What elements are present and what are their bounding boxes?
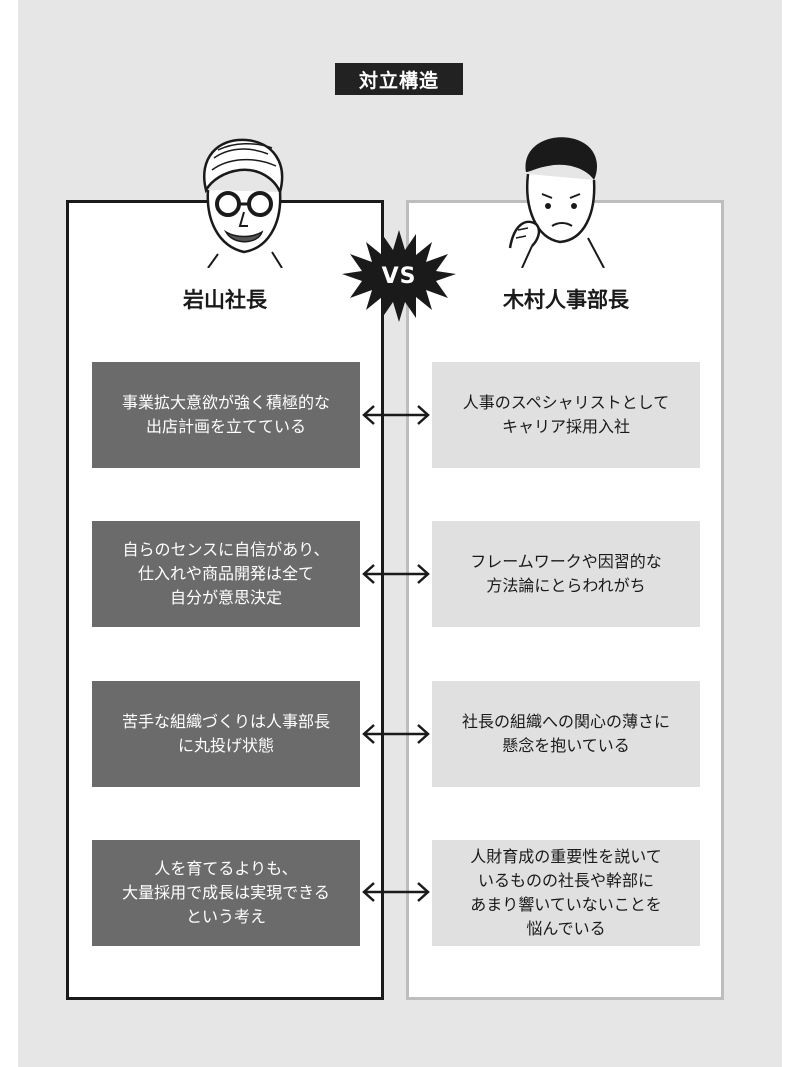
hr-manager-trait-4: 人財育成の重要性を説いて いるものの社長や幹部に あまり響いていないことを 悩ん… [432,840,700,946]
double-arrow-icon [362,724,430,744]
president-trait-4: 人を育てるよりも、 大量採用で成長は実現できる という考え [92,840,360,946]
president-trait-1: 事業拡大意欲が強く積極的な 出店計画を立てている [92,362,360,468]
hr-manager-trait-3: 社長の組織への関心の薄さに 懸念を抱いている [432,681,700,787]
president-trait-2: 自らのセンスに自信があり、 仕入れや商品開発は全て 自分が意思決定 [92,521,360,627]
hr-manager-trait-1: 人事のスペシャリストとして キャリア採用入社 [432,362,700,468]
double-arrow-icon [362,564,430,584]
diagram-title: 対立構造 [335,63,463,95]
president-trait-3: 苦手な組織づくりは人事部長 に丸投げ状態 [92,681,360,787]
hr-manager-portrait-icon [508,137,605,268]
hr-manager-name: 木村人事部長 [503,288,629,312]
double-arrow-icon [362,882,430,902]
president-name: 岩山社長 [183,288,267,312]
president-portrait-icon [203,138,284,268]
double-arrow-icon [362,405,430,425]
hr-manager-trait-2: フレームワークや因習的な 方法論にとらわれがち [432,521,700,627]
vs-label: VS [381,263,417,289]
vs-starburst-icon [342,230,456,322]
